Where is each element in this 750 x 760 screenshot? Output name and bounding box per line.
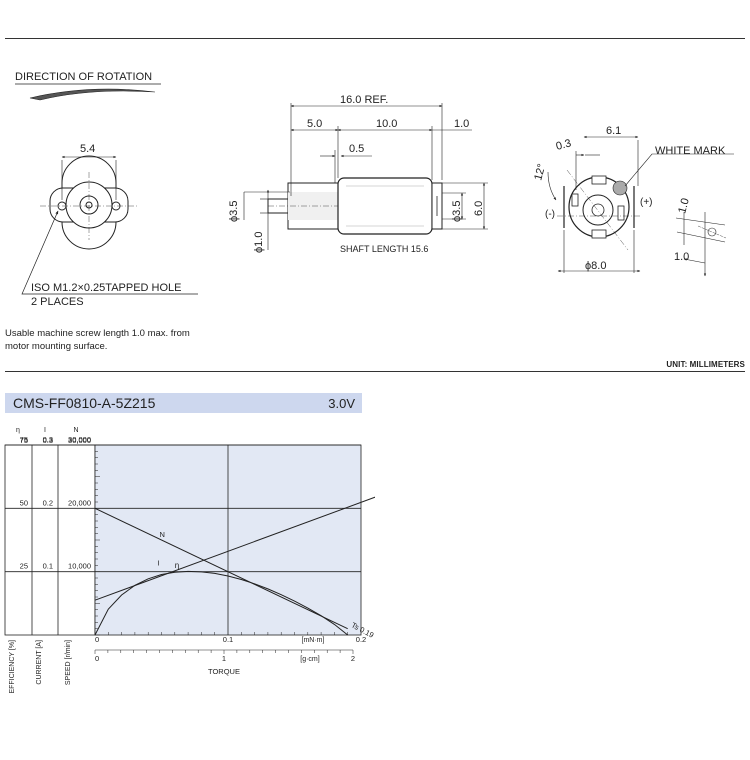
unit-label: UNIT: MILLIMETERS: [666, 360, 745, 369]
rear-minus: (-): [545, 209, 555, 220]
white-mark-label: WHITE MARK: [655, 145, 726, 157]
side-dim-6: 6.0: [473, 201, 485, 216]
rear-dim-10-a: 1.0: [676, 197, 692, 215]
chart-title-bar: CMS-FF0810-A-5Z215 3.0V: [5, 393, 362, 413]
y-axis-label-0: EFFICIENCY [%]: [9, 640, 16, 694]
screw-note: Usable machine screw length 1.0 max. fro…: [5, 327, 225, 353]
front-view: 5.4 ISO M1.2×0.25TAPPED HOLE 2 PLACES: [21, 143, 198, 308]
y-axis-label-1: CURRENT [A]: [36, 640, 43, 685]
x-unit-mNm: [mN·m]: [302, 637, 325, 644]
y-axis-top-tick-2: 30,000: [68, 436, 91, 445]
side-dim-5: 5.0: [307, 118, 322, 130]
side-view: 16.0 REF. 5.0 10.0 1.0 0.5 ϕ3.5 ϕ1.0 ϕ3.…: [228, 94, 488, 254]
y-axis-top-tick-1: 0.3: [43, 436, 53, 445]
y-axis-symbol-1: I: [44, 427, 46, 434]
y-axis-top-tick-0: 75: [20, 436, 28, 445]
y-tick-label: 75: [20, 435, 28, 444]
annotation-n: N: [160, 530, 165, 539]
chart-voltage: 3.0V: [328, 395, 355, 411]
rear-dim-10-b: 1.0: [674, 251, 689, 263]
y-axis-symbol-0: η: [16, 427, 20, 434]
x-tick-gcm: 1: [222, 654, 226, 663]
side-dim-1: 1.0: [454, 118, 469, 130]
rear-angle-12: 12°: [532, 163, 548, 182]
side-dim-10: 10.0: [376, 118, 397, 130]
rear-view: 0.3 6.1 12° WHITE MARK (-) (+) ϕ8.0 1.0 …: [532, 125, 734, 277]
top-divider: [5, 38, 745, 39]
front-dim-width: 5.4: [80, 143, 95, 155]
rear-plus: (+): [640, 197, 653, 208]
rear-dia-8: ϕ8.0: [585, 260, 606, 272]
side-dim-05: 0.5: [349, 143, 364, 155]
y-tick-label: 0.2: [43, 498, 53, 507]
places-label: 2 PLACES: [31, 296, 84, 308]
x-tick-mNm: 0.1: [223, 635, 233, 644]
shaft-length-label: SHAFT LENGTH 15.6: [340, 244, 428, 254]
series-line-efficiency: [94, 570, 349, 636]
screw-note-line-2: motor mounting surface.: [5, 341, 108, 352]
y-tick-label: 25: [20, 562, 28, 571]
x-unit-gcm: [g·cm]: [300, 656, 320, 663]
rear-dim-03: 0.3: [555, 137, 573, 153]
annotation-i: I: [158, 559, 160, 568]
chart-axis-frame: [4, 444, 96, 636]
x-tick-gcm: 0: [95, 654, 99, 663]
rear-dim-61: 6.1: [606, 125, 621, 137]
x-tick-mNm: 0.2: [356, 635, 366, 644]
y-tick-label: 50: [20, 498, 28, 507]
series-line-current: [94, 496, 375, 601]
y-tick-label: 0.1: [43, 562, 53, 571]
white-mark-icon: [612, 180, 628, 196]
tapped-hole-label: ISO M1.2×0.25TAPPED HOLE: [31, 282, 182, 294]
chart-model: CMS-FF0810-A-5Z215: [13, 395, 156, 411]
annotation-eta: η: [175, 561, 179, 570]
dimension-drawing: DIRECTION OF ROTATION 5.4 ISO M1.2×0.25T…: [15, 71, 734, 308]
rotation-arrow-icon: [29, 88, 156, 101]
y-tick-label: 30,000: [68, 435, 91, 444]
side-dia-35-left: ϕ3.5: [228, 201, 240, 222]
y-tick-label: 0.3: [43, 435, 53, 444]
side-dia-35-right: ϕ3.5: [451, 201, 463, 222]
direction-of-rotation-label: DIRECTION OF ROTATION: [15, 71, 152, 83]
x-tick-mNm: 0: [95, 635, 99, 644]
y-axis-symbol-2: N: [73, 427, 78, 434]
series-line-speed: [94, 507, 348, 630]
side-dia-10: ϕ1.0: [253, 232, 265, 253]
side-overall-ref: 16.0 REF.: [340, 94, 388, 106]
y-axis-label-2: SPEED [r/min]: [65, 640, 72, 685]
x-axis-label: TORQUE: [208, 667, 240, 676]
y-tick-label: 10,000: [68, 562, 91, 571]
x-tick-gcm: 2: [351, 654, 355, 663]
middle-divider: [5, 371, 745, 372]
screw-note-line-1: Usable machine screw length 1.0 max. fro…: [5, 328, 190, 339]
y-tick-label: 20,000: [68, 498, 91, 507]
